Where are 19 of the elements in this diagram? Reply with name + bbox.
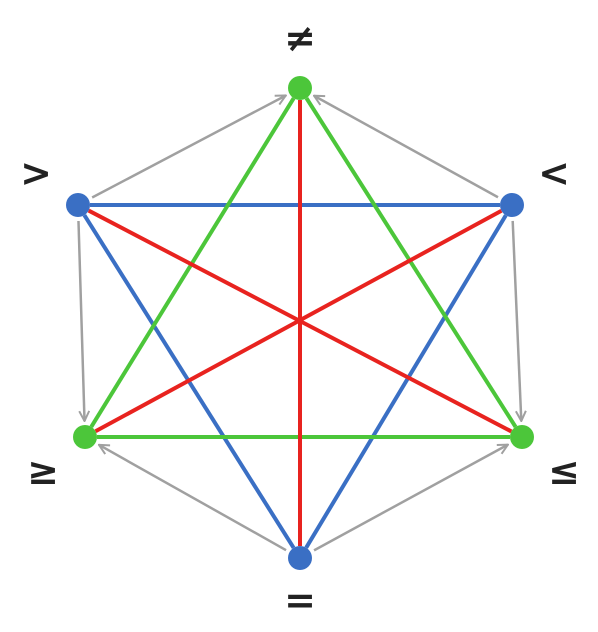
relation-symbol: ≠: [284, 19, 316, 57]
relation-symbol: <: [538, 154, 570, 192]
connector-line: [304, 97, 518, 428]
arrow: [77, 220, 90, 422]
arrow: [92, 94, 287, 199]
connector-line: [90, 97, 296, 428]
arrow: [313, 94, 499, 198]
arrow: [313, 444, 509, 552]
connector-line: [298, 100, 302, 546]
arrow: [511, 220, 527, 422]
connector-line: [82, 214, 296, 549]
connector-line: [90, 203, 500, 207]
relation-symbol: ≥: [27, 452, 59, 490]
relation-symbol: =: [284, 581, 316, 619]
connector-line: [304, 214, 508, 549]
relation-symbol: >: [20, 154, 52, 192]
connector-line: [97, 435, 510, 439]
arrow: [98, 444, 287, 552]
relation-symbol: ≤: [548, 452, 580, 490]
